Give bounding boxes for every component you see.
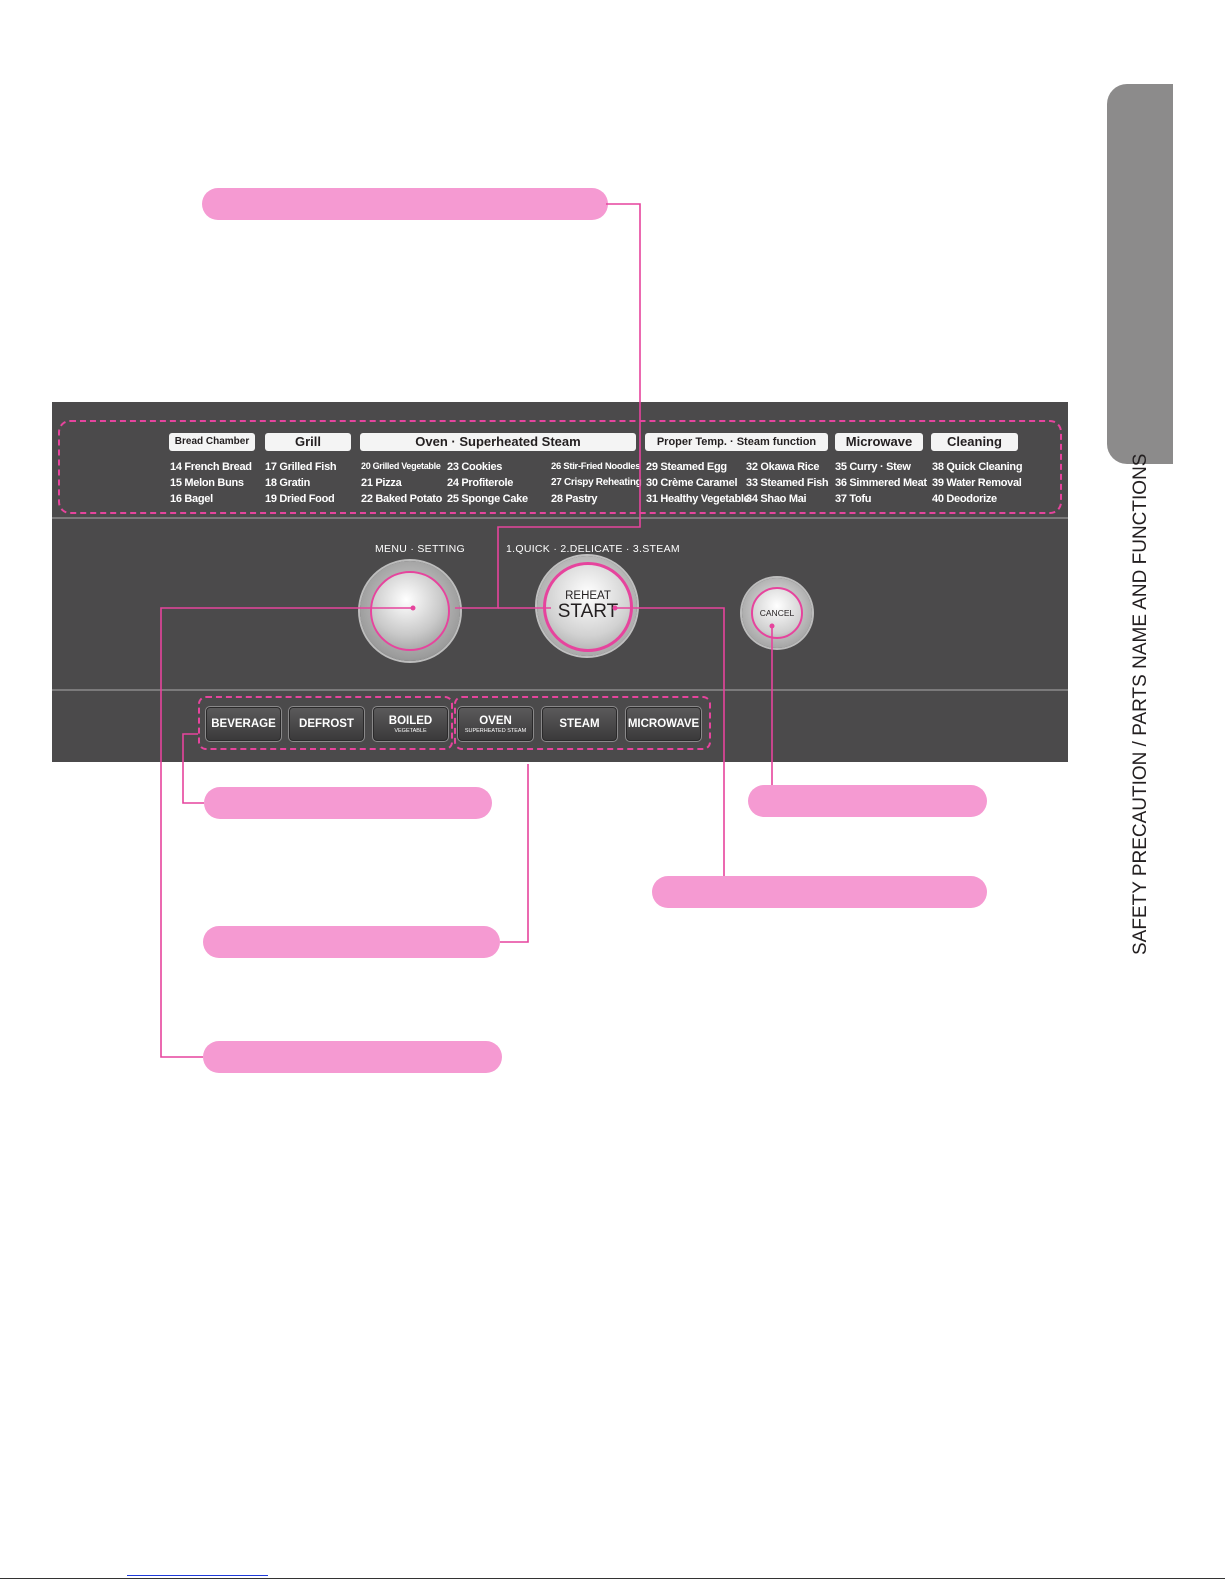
- callout-cancel: [748, 785, 987, 817]
- leader-line-start: [615, 607, 725, 876]
- menu-item: 30 Crème Caramel: [646, 477, 738, 489]
- key-label: STEAM: [559, 718, 600, 730]
- menu-list-frame: [58, 420, 1062, 514]
- menu-item: 37 Tofu: [835, 493, 872, 505]
- category-grill: Grill: [265, 433, 351, 451]
- menu-item: 19 Dried Food: [265, 493, 335, 505]
- page-bottom-link-underline: [127, 1575, 268, 1576]
- start-label: START: [557, 601, 619, 622]
- menu-item: 40 Deodorize: [932, 493, 997, 505]
- callout-cooking-keys: [203, 926, 500, 958]
- microwave-key[interactable]: MICROWAVE: [625, 706, 702, 742]
- menu-item: 36 Simmered Meat: [835, 477, 927, 489]
- menu-item: 21 Pizza: [361, 477, 402, 489]
- menu-item: 38 Quick Cleaning: [932, 461, 1023, 473]
- cancel-label: CANCEL: [759, 608, 795, 618]
- steam-key[interactable]: STEAM: [541, 706, 618, 742]
- reheat-start-button[interactable]: REHEAT START: [537, 556, 637, 656]
- menu-item: 28 Pastry: [551, 493, 598, 505]
- key-label: MICROWAVE: [627, 718, 700, 730]
- section-tab: [1107, 84, 1173, 464]
- menu-item: 18 Gratin: [265, 477, 310, 489]
- menu-item: 32 Okawa Rice: [746, 461, 820, 473]
- key-sublabel: SUPERHEATED STEAM: [464, 728, 527, 734]
- key-sublabel: VEGETABLE: [394, 728, 427, 734]
- key-label: DEFROST: [299, 718, 354, 730]
- menu-item: 22 Baked Potato: [361, 493, 443, 505]
- cancel-button[interactable]: CANCEL: [742, 578, 812, 648]
- menu-item: 17 Grilled Fish: [265, 461, 337, 473]
- callout-menu-dial: [203, 1041, 502, 1073]
- menu-item: 31 Healthy Vegetable: [646, 493, 750, 505]
- menu-item: 35 Curry · Stew: [835, 461, 911, 473]
- menu-item: 14 French Bread: [170, 461, 252, 473]
- menu-item: 39 Water Removal: [932, 477, 1022, 489]
- start-button-face: REHEAT START: [543, 562, 633, 652]
- key-label: OVEN: [479, 715, 512, 727]
- menu-item: 25 Sponge Cake: [447, 493, 528, 505]
- leader-dot: [769, 623, 775, 629]
- menu-item: 23 Cookies: [447, 461, 503, 473]
- menu-setting-label: MENU · SETTING: [375, 543, 465, 555]
- category-oven-steam: Oven · Superheated Steam: [360, 433, 636, 451]
- reheat-modes-label: 1.QUICK · 2.DELICATE · 3.STEAM: [506, 543, 680, 555]
- key-label: BOILED: [388, 715, 433, 727]
- leader-line-menu-display: [455, 203, 641, 609]
- callout-menu-display: [202, 188, 608, 220]
- menu-item: 27 Crispy Reheating: [551, 477, 642, 488]
- callout-left-keys: [204, 787, 492, 819]
- defrost-key[interactable]: DEFROST: [288, 706, 365, 742]
- menu-item: 15 Melon Buns: [170, 477, 244, 489]
- key-label: BEVERAGE: [211, 718, 276, 730]
- menu-item: 34 Shao Mai: [746, 493, 807, 505]
- menu-item: 26 Stir-Fried Noodles: [551, 461, 641, 472]
- category-microwave: Microwave: [835, 433, 923, 451]
- left-keys-frame: [198, 696, 453, 750]
- leader-dot: [612, 605, 618, 611]
- cancel-button-face: CANCEL: [751, 587, 803, 639]
- menu-item: 29 Steamed Egg: [646, 461, 727, 473]
- menu-item: 20 Grilled Vegetable: [361, 461, 441, 471]
- page-bottom-rule: [0, 1578, 1225, 1579]
- leader-line-menu-dial: [160, 607, 413, 1058]
- callout-start: [652, 876, 987, 908]
- leader-line-cooking-keys: [500, 764, 529, 943]
- beverage-key[interactable]: BEVERAGE: [205, 706, 282, 742]
- reheat-label: REHEAT: [565, 590, 611, 602]
- menu-item: 24 Profiterole: [447, 477, 514, 489]
- cooking-keys-frame: [454, 696, 711, 750]
- category-proper-temp: Proper Temp. · Steam function: [645, 433, 828, 451]
- leader-dot: [410, 605, 416, 611]
- menu-item: 33 Steamed Fish: [746, 477, 829, 489]
- menu-item: 16 Bagel: [170, 493, 213, 505]
- menu-dial-face: [370, 571, 450, 651]
- menu-setting-dial[interactable]: [360, 561, 460, 661]
- control-panel: Bread Chamber Grill Oven · Superheated S…: [52, 402, 1068, 762]
- category-bread-chamber: Bread Chamber: [169, 433, 255, 451]
- panel-divider-top: [52, 517, 1068, 519]
- panel-divider-bottom: [52, 689, 1068, 691]
- category-cleaning: Cleaning: [931, 433, 1018, 451]
- leader-line-left-keys: [182, 733, 204, 804]
